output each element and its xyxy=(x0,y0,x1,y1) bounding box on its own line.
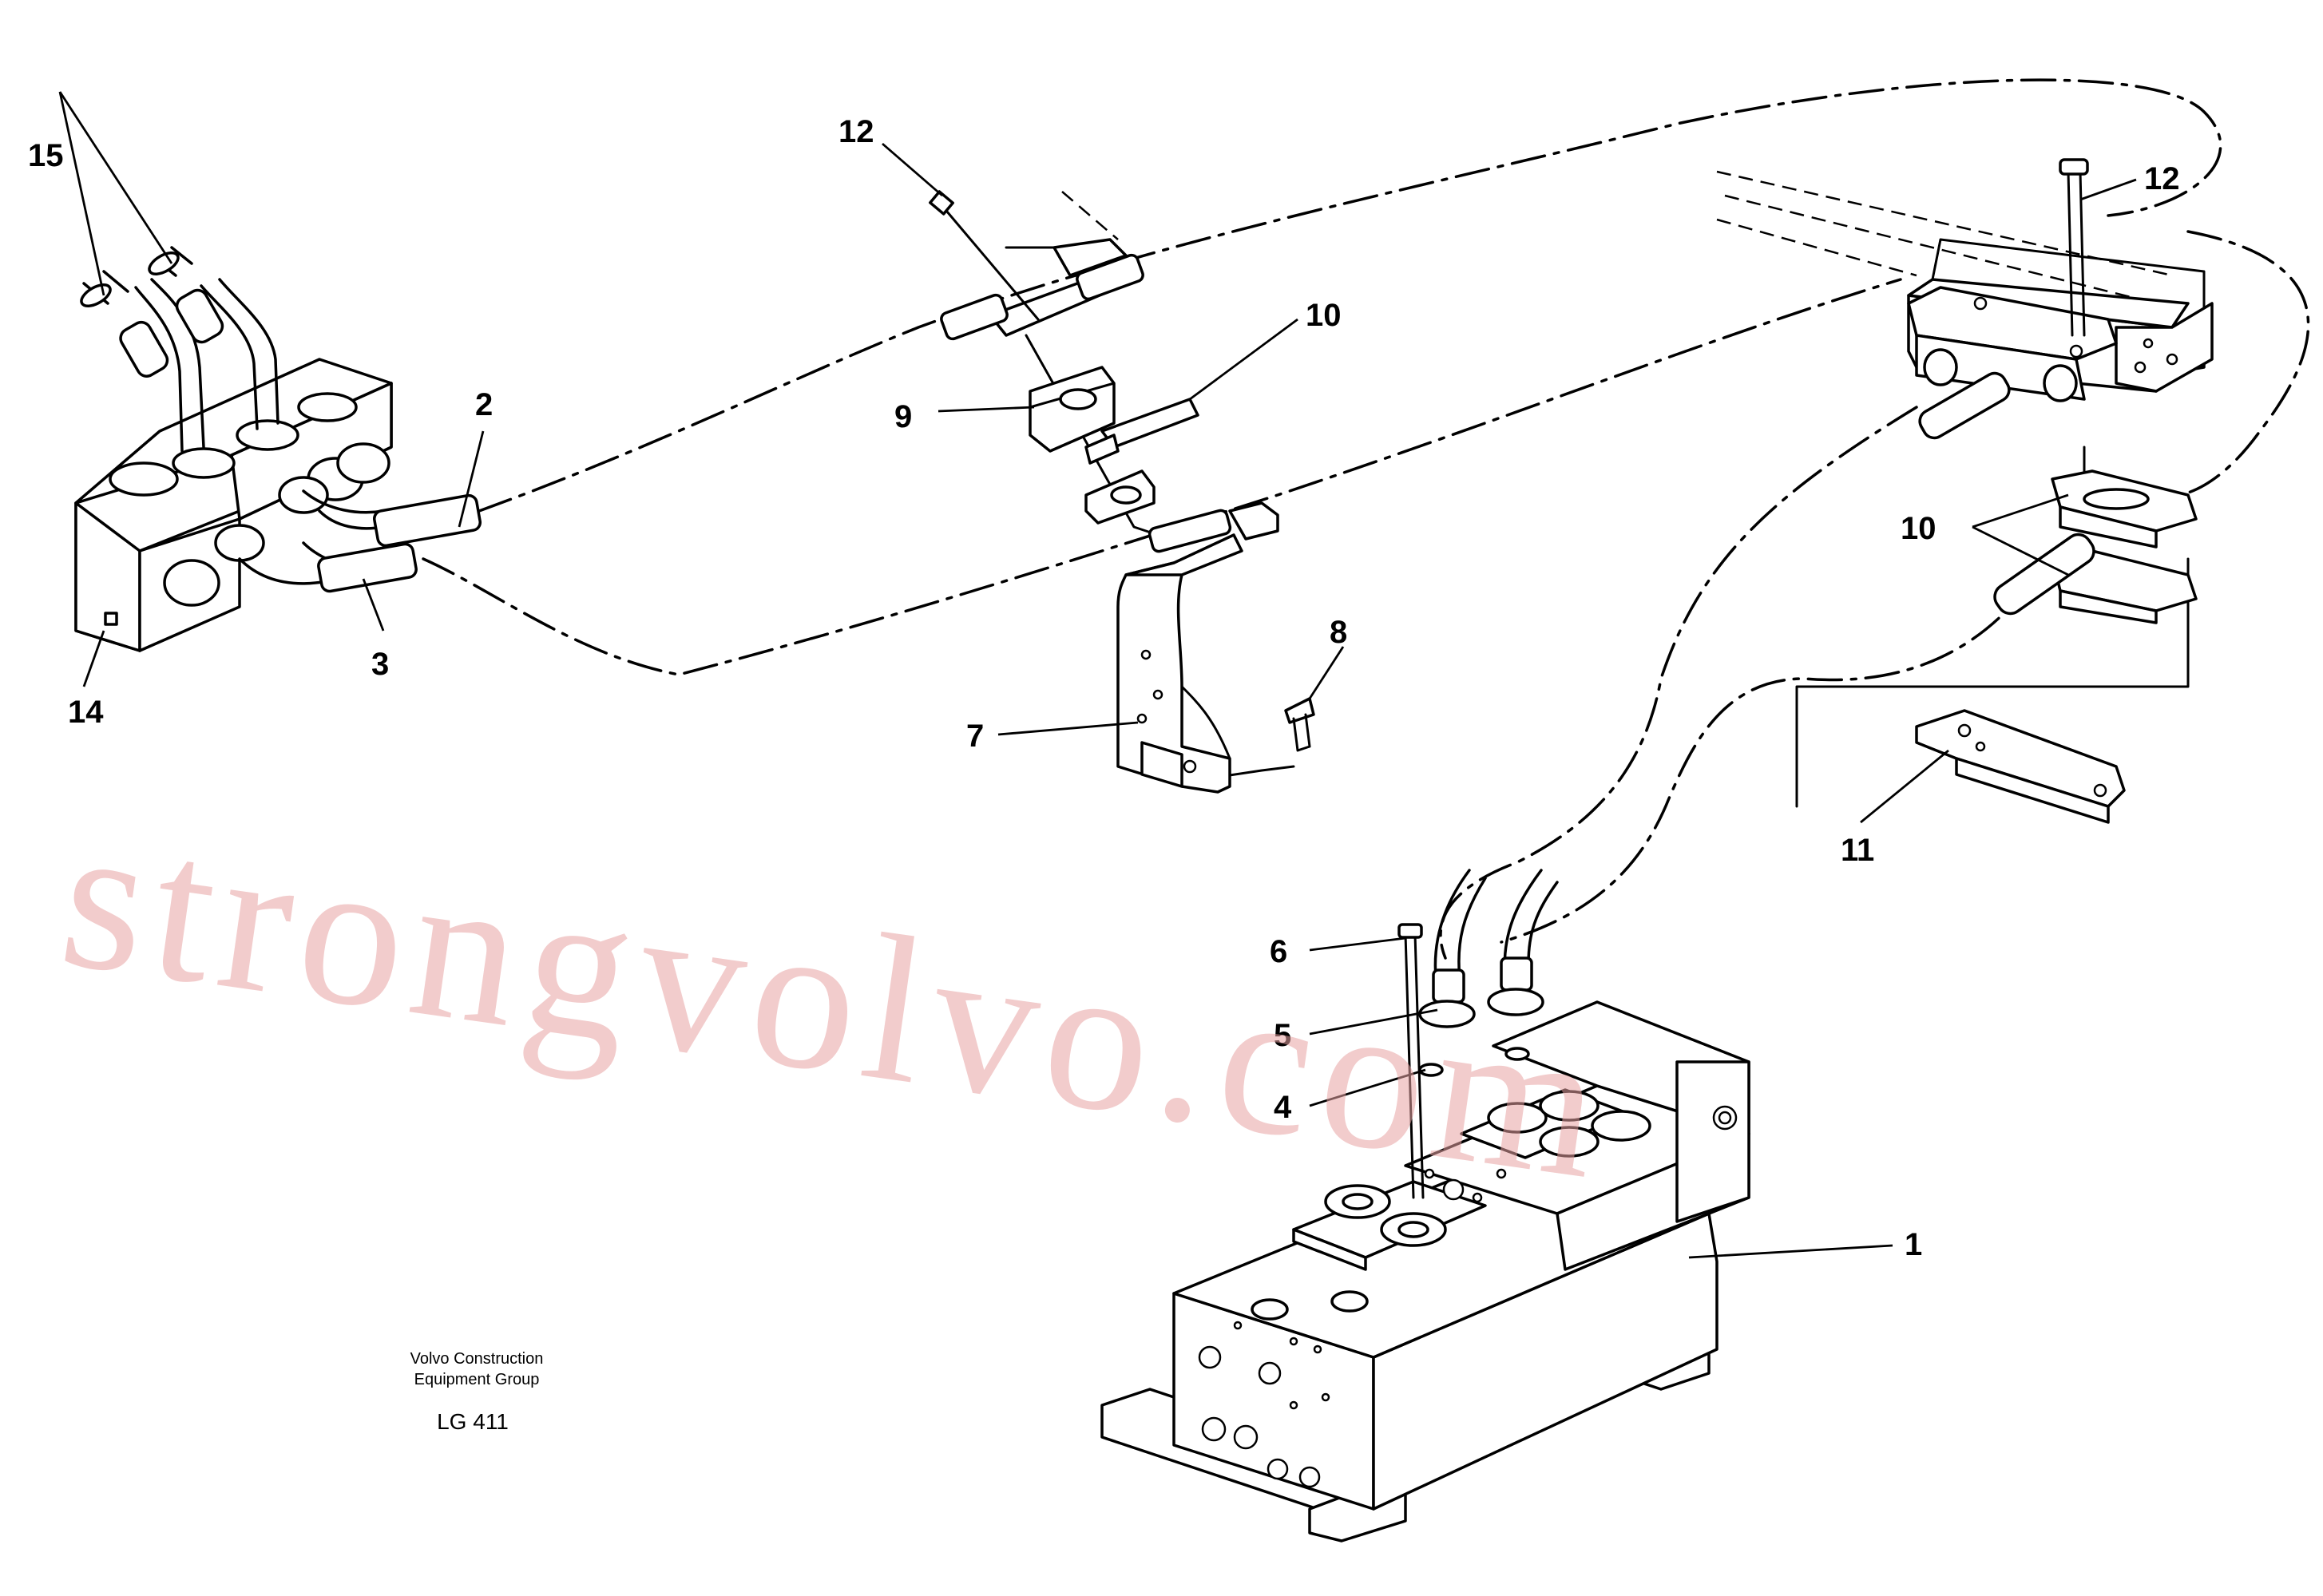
callout-10-right: 10 xyxy=(1901,511,1936,546)
leader-lines xyxy=(58,91,2137,1259)
callout-5: 5 xyxy=(1274,1018,1291,1053)
caption-company-line2: Equipment Group xyxy=(414,1371,540,1388)
callout-6: 6 xyxy=(1270,934,1287,969)
callouts: 15 2 3 14 12 9 10 7 8 12 10 11 6 5 4 1 xyxy=(28,114,2180,1262)
callout-2: 2 xyxy=(475,387,493,422)
hose-routing-lines xyxy=(422,78,2310,960)
control-valve-block-left xyxy=(74,246,482,652)
callout-15: 15 xyxy=(28,138,64,173)
callout-11: 11 xyxy=(1841,833,1874,868)
callout-4: 4 xyxy=(1274,1090,1292,1125)
callout-10-upper: 10 xyxy=(1306,298,1342,333)
watermark-text: strongvolvo.com xyxy=(50,778,1623,1224)
callout-8: 8 xyxy=(1330,615,1347,650)
main-valve-block xyxy=(1100,869,1750,1543)
callout-1: 1 xyxy=(1905,1227,1922,1262)
callout-12-right: 12 xyxy=(2144,161,2180,196)
callout-12-left: 12 xyxy=(838,114,874,149)
bracket-assembly-middle xyxy=(929,190,1315,794)
callout-7: 7 xyxy=(966,719,984,754)
caption-company-line1: Volvo Construction xyxy=(410,1350,544,1368)
callout-14: 14 xyxy=(68,695,104,730)
callout-3: 3 xyxy=(371,647,389,682)
callout-9: 9 xyxy=(894,399,912,434)
caption-drawing-code: LG 411 xyxy=(437,1409,509,1434)
diagram-caption: Volvo Construction Equipment Group LG 41… xyxy=(410,1350,544,1434)
bracket-assembly-right xyxy=(1907,158,2214,824)
